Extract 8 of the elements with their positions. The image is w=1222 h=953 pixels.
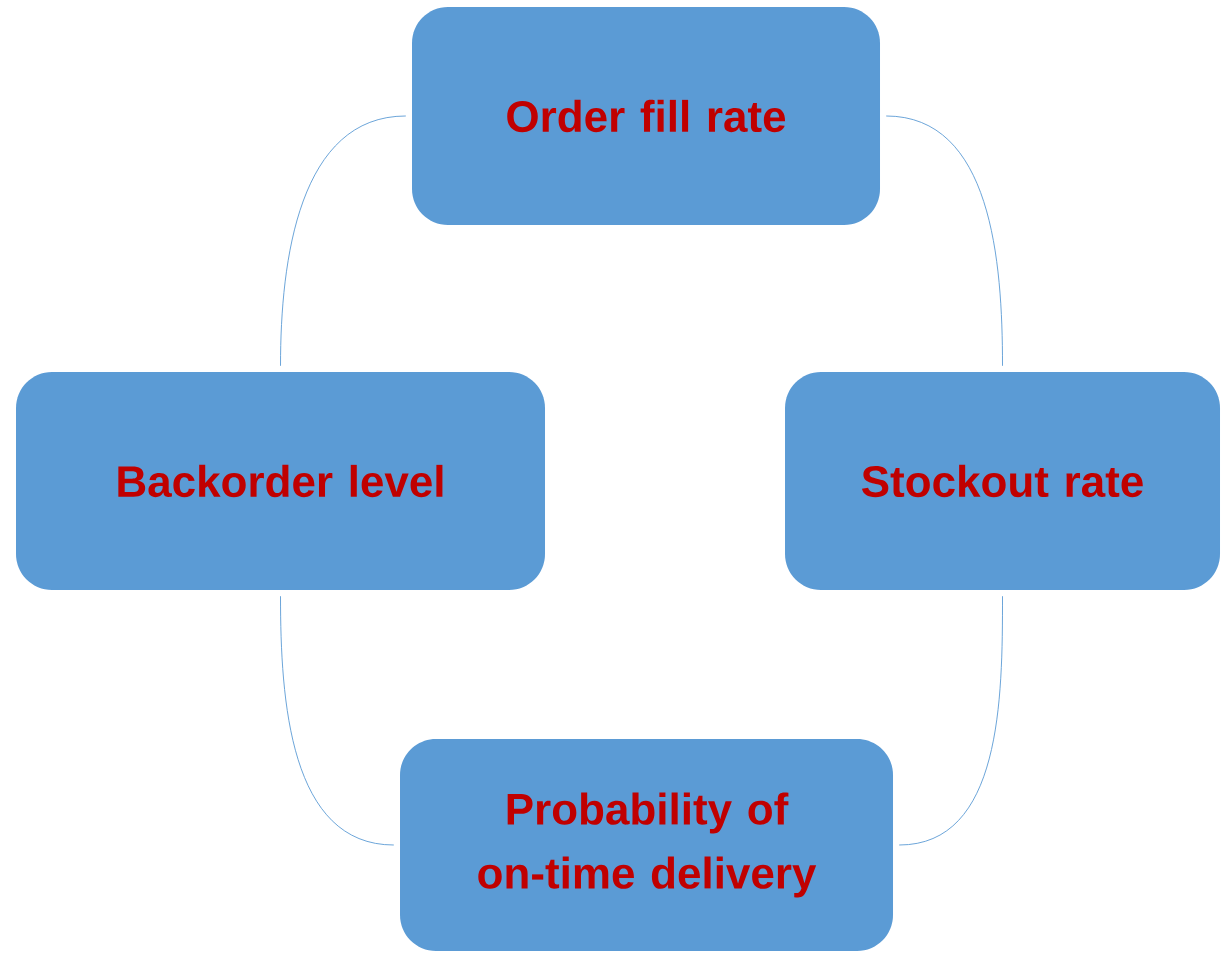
rounded-box: Order fill rate bbox=[412, 7, 880, 225]
connector-arc bbox=[280, 595, 395, 846]
rounded-box: Probability of on-time delivery bbox=[400, 739, 893, 951]
rounded-box: Backorder level bbox=[16, 372, 545, 590]
rounded-box: Stockout rate bbox=[785, 372, 1220, 590]
connector-arc bbox=[898, 595, 1003, 846]
connector-arc bbox=[280, 115, 407, 367]
connector-arc bbox=[885, 115, 1003, 367]
